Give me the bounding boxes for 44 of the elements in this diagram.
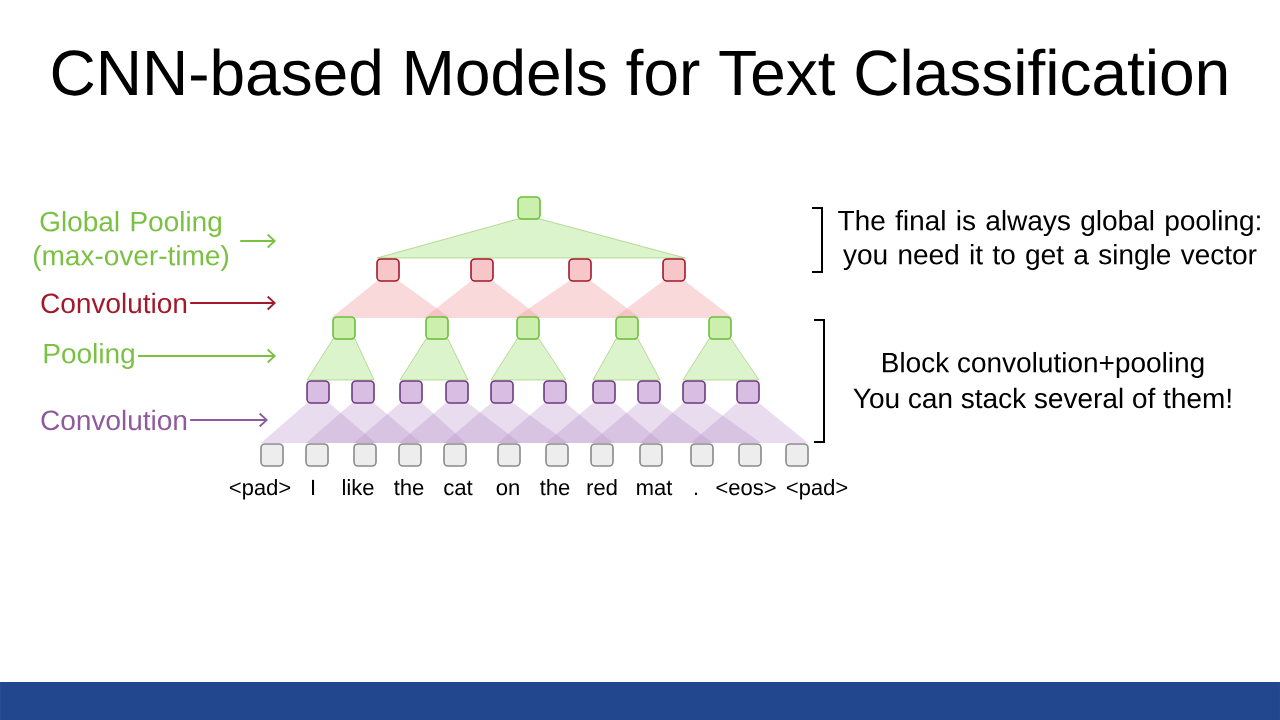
note-text: You can stack several of them! <box>853 387 1231 409</box>
title: CNN-based Models for Text Classification <box>52 48 1227 96</box>
token-word: red <box>587 479 617 496</box>
token-word: on <box>496 483 519 496</box>
pooling-box <box>708 316 732 340</box>
token-word: I <box>312 479 315 495</box>
token-word: cat <box>444 480 473 496</box>
convolution-box <box>376 258 400 282</box>
token-word: the <box>394 479 424 496</box>
pooling-box <box>615 316 639 340</box>
convolution-box <box>568 258 592 282</box>
layer-label: Convolution <box>41 409 187 431</box>
convolution-box <box>682 380 706 404</box>
token-word: <pad> <box>786 479 848 500</box>
convolution-box <box>445 380 469 404</box>
convolution-box <box>736 380 760 404</box>
arrow <box>137 348 276 364</box>
convolution-box <box>637 380 661 404</box>
pooling-box <box>516 316 540 340</box>
output-box <box>517 196 541 220</box>
note-text: Block convolution+pooling <box>883 351 1204 379</box>
layer-label: Convolution <box>41 292 187 314</box>
note-text: The final is always global pooling: you need it to get a single vector <box>838 209 1260 271</box>
convolution-box <box>470 258 494 282</box>
convolution-box <box>351 380 375 404</box>
token-word: . <box>694 492 698 495</box>
token-word: <pad> <box>229 479 291 500</box>
pooling-box <box>425 316 449 340</box>
arrow <box>239 233 276 249</box>
convolution-box <box>662 258 686 282</box>
token-word: the <box>540 479 570 496</box>
convolution-box <box>306 380 330 404</box>
token-word: <eos> <box>716 482 776 496</box>
pooling-box <box>332 316 356 340</box>
layer-label: Pooling <box>44 342 134 370</box>
convolution-box <box>490 380 514 404</box>
layer-label: Global Pooling (max-over-time) <box>33 210 229 272</box>
convolution-box <box>399 380 423 404</box>
convolution-box <box>543 380 567 404</box>
arrow <box>189 295 276 311</box>
arrow <box>189 412 268 428</box>
token-word: like <box>343 479 374 496</box>
token-word: mat <box>637 480 673 496</box>
convolution-box <box>592 380 616 404</box>
